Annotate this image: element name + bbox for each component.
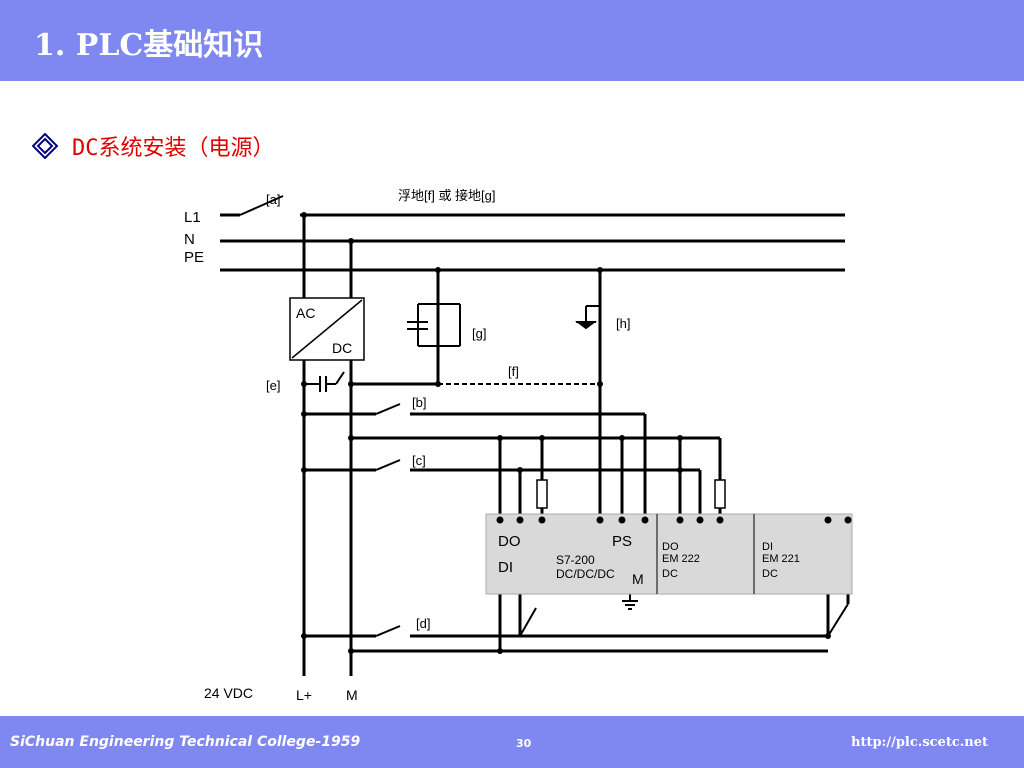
resistor-do (536, 479, 548, 509)
label-m-ground: M (632, 571, 644, 587)
label-a: [a] (266, 192, 280, 207)
bullet-text: DC系统安装（电源） (72, 136, 275, 161)
label-c: [c] (412, 453, 426, 468)
label-ps: PS (612, 533, 632, 550)
page-title: 1. PLC基础知识 (34, 28, 264, 63)
label-d: [d] (416, 616, 430, 631)
label-m: M (346, 687, 358, 703)
label-cpu-2: DC/DC/DC (556, 567, 615, 581)
label-em222-2: EM 222 (662, 553, 700, 565)
plc-rack (485, 513, 853, 595)
footer-url[interactable]: http://plc.scetc.net (851, 735, 988, 750)
wiring-diagram: L1 N PE [a] 浮地[f] 或 接地[g] AC DC [g] [h] … (184, 188, 853, 703)
label-ac: AC (296, 305, 315, 321)
title-bar: 1. PLC基础知识 (0, 0, 1024, 81)
ground-cpu-icon (622, 600, 638, 610)
label-b: [b] (412, 395, 426, 410)
label-lplus: L+ (296, 687, 312, 703)
label-cpu-1: S7-200 (556, 553, 595, 567)
label-em221-1: DI (762, 541, 773, 553)
label-f: [f] (508, 364, 519, 379)
label-h: [h] (616, 316, 630, 331)
label-di: DI (498, 559, 513, 576)
label-do: DO (498, 533, 521, 550)
bullet-item: DC系统安装（电源） (32, 128, 275, 164)
label-e: [e] (266, 378, 280, 393)
label-em221-2: EM 221 (762, 553, 800, 565)
label-em221-3: DC (762, 568, 778, 580)
label-l1: L1 (184, 209, 201, 226)
label-dc-supply: DC (332, 340, 352, 356)
resistor-em222 (714, 479, 726, 509)
page-number: 30 (516, 737, 532, 750)
footer-bar: SiChuan Engineering Technical College-19… (0, 716, 1024, 768)
label-em222-1: DO (662, 541, 679, 553)
label-24vdc: 24 VDC (204, 685, 253, 701)
diamond-bullet-icon (32, 133, 58, 159)
label-pe: PE (184, 249, 204, 266)
label-g: [g] (472, 326, 486, 341)
label-em222-3: DC (662, 568, 678, 580)
label-n: N (184, 231, 195, 248)
label-top-note: 浮地[f] 或 接地[g] (398, 188, 496, 203)
ground-h-icon (575, 321, 597, 330)
footer-college: SiChuan Engineering Technical College-19… (10, 734, 361, 750)
